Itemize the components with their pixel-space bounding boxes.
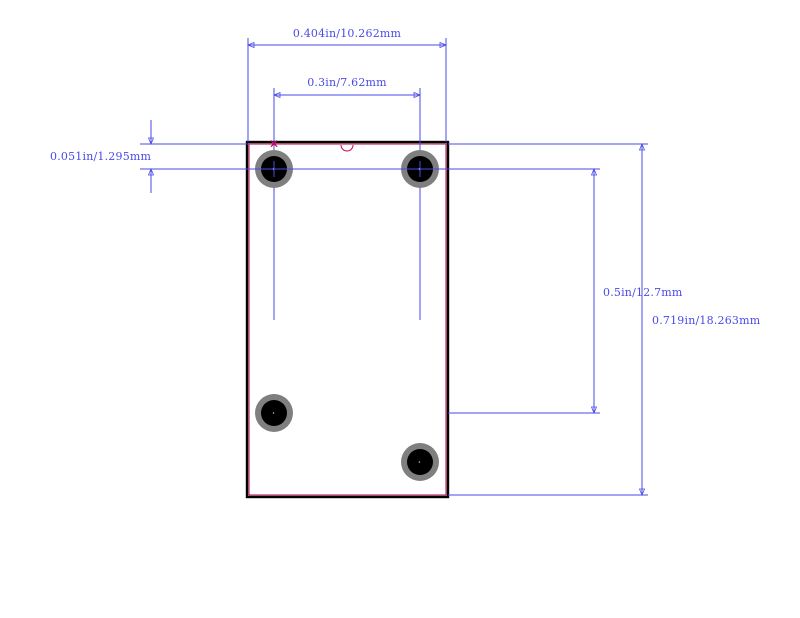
pin-guide-lines [247,38,447,320]
arrow-down-icon [590,406,598,415]
dim-top-offset-label: 0.051in/1.295mm [50,150,152,163]
dim-pin-pitch-x-label: 0.3in/7.62mm [307,76,387,89]
dim-pin-pitch-y: 0.5in/12.7mm [420,167,683,415]
body-courtyard [248,143,447,496]
arrow-down-icon [147,137,155,146]
arrow-down-icon [638,488,646,497]
arrow-right-icon [439,41,448,49]
dim-pin-pitch-x: 0.3in/7.62mm [272,76,422,99]
arrow-left-icon [246,41,255,49]
pad-3-label: 3 [273,411,275,415]
orientation-notch [340,144,354,152]
pads: 1 2 3 4 [255,150,439,481]
arrow-up-icon [590,167,598,176]
pad-4[interactable]: 4 [401,443,439,481]
dim-overall-width: 0.404in/10.262mm [246,27,448,49]
body-outline [245,140,450,499]
pad-3-hole [261,400,287,426]
pad-4-hole [407,449,433,475]
dim-pin-pitch-y-label: 0.5in/12.7mm [603,286,683,299]
dim-overall-height: 0.719in/18.263mm [448,142,761,497]
pad-3[interactable]: 3 [255,394,293,432]
dim-overall-width-label: 0.404in/10.262mm [293,27,402,40]
dim-top-offset: 0.051in/1.295mm [50,120,420,193]
pad-4-label: 4 [419,460,421,464]
arrow-up-icon [638,142,646,151]
arrow-left-icon [272,91,281,99]
dim-overall-height-label: 0.719in/18.263mm [652,314,761,327]
arrow-right-icon [413,91,422,99]
pin1-marker-icon: ✕ [269,137,279,151]
arrow-up-icon [147,167,155,176]
